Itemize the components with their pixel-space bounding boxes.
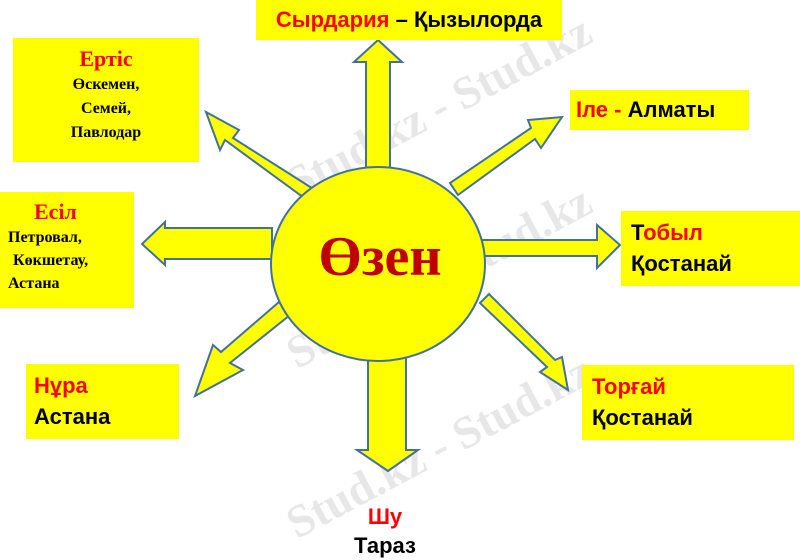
river-box-tobyl: Тобыл Қостанай (621, 211, 800, 286)
river-box-ile: Іле - Алматы (570, 90, 749, 130)
river-name: Ертіс (79, 46, 133, 71)
city: Астана (34, 404, 111, 429)
center-ellipse (270, 166, 486, 362)
city: Қостанай (592, 405, 693, 430)
river-name: Шу (367, 504, 403, 529)
city: Астана (8, 275, 60, 292)
river-label-shu: Шу Тараз (330, 502, 440, 560)
arrow-up-left-icon (204, 109, 317, 202)
arrow-down-right-icon (478, 292, 570, 393)
arrow-down-left-icon (193, 300, 292, 399)
city: Семей, (80, 100, 132, 117)
river-name: Нұра (34, 373, 88, 398)
arrow-up-icon (351, 38, 405, 171)
city: Өскемен, (72, 76, 140, 93)
river-name: Есіл (34, 199, 77, 224)
city: Алматы (627, 97, 716, 122)
river-name-first-letter: Т (631, 220, 644, 245)
river-name: обыл (643, 220, 703, 245)
arrow-left-icon (140, 219, 273, 268)
arrow-up-right-icon (448, 115, 565, 197)
city: Петровал, (8, 229, 82, 246)
river-name: Торғай (592, 374, 666, 399)
center-label: Өзен (318, 226, 442, 288)
river-name: Сырдария (275, 7, 390, 32)
city: Көкшетау, (13, 252, 89, 269)
river-box-torgai: Торғай Қостанай (582, 365, 794, 440)
river-box-nura: Нұра Астана (26, 364, 179, 439)
river-box-syrdarya: Сырдария – Қызылорда (256, 0, 562, 40)
river-box-ertis: Ертіс Өскемен, Семей, Павлодар (13, 38, 199, 162)
city: Қостанай (631, 251, 732, 276)
city: Тараз (353, 533, 416, 558)
river-box-esil: Есіл Петровал, Көкшетау, Астана (0, 192, 134, 308)
separator: – (389, 7, 414, 32)
arrow-right-icon (481, 222, 622, 271)
river-name: Іле - (576, 97, 628, 122)
city: Павлодар (70, 124, 142, 141)
city: Қызылорда (413, 7, 543, 32)
